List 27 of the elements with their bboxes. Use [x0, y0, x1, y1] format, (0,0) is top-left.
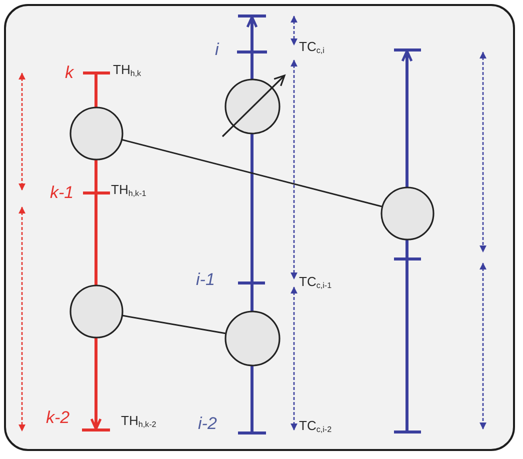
heat-exchanger-circle [224, 310, 280, 366]
heat-exchanger-circle [68, 284, 124, 338]
stream-line [90, 337, 102, 430]
temperature-label: TH$_{h,k-2}$ [121, 414, 156, 428]
heat-exchanger-circle [68, 106, 124, 160]
stream-line [406, 239, 408, 432]
stream-line [94, 159, 98, 285]
interval-label: k-2 [46, 408, 70, 428]
interval-label: i-1 [196, 270, 215, 290]
temperature-label: TC$_{c,i-2}$ [299, 418, 332, 434]
stream-line [250, 133, 254, 311]
temperature-label: TC$_{c,i-1}$ [299, 274, 332, 290]
stream-line [246, 16, 258, 79]
interval-label: k-1 [50, 183, 74, 203]
stream-line [250, 365, 254, 433]
stream-line [401, 50, 413, 187]
interval-label: i [215, 40, 219, 60]
temperature-label: TH$_{h,k-1}$ [111, 182, 146, 198]
connecting-line [121, 138, 382, 208]
temperature-label: TH$_{h,k}$ [113, 62, 142, 78]
interval-label: k [65, 63, 74, 83]
interval-label: i-2 [198, 414, 217, 434]
stream-line [94, 73, 98, 107]
temperature-label: TC$_{c,i}$ [299, 40, 324, 54]
connecting-line [121, 314, 226, 334]
heater-symbol [220, 74, 286, 138]
heat-exchanger-circle [380, 186, 434, 240]
